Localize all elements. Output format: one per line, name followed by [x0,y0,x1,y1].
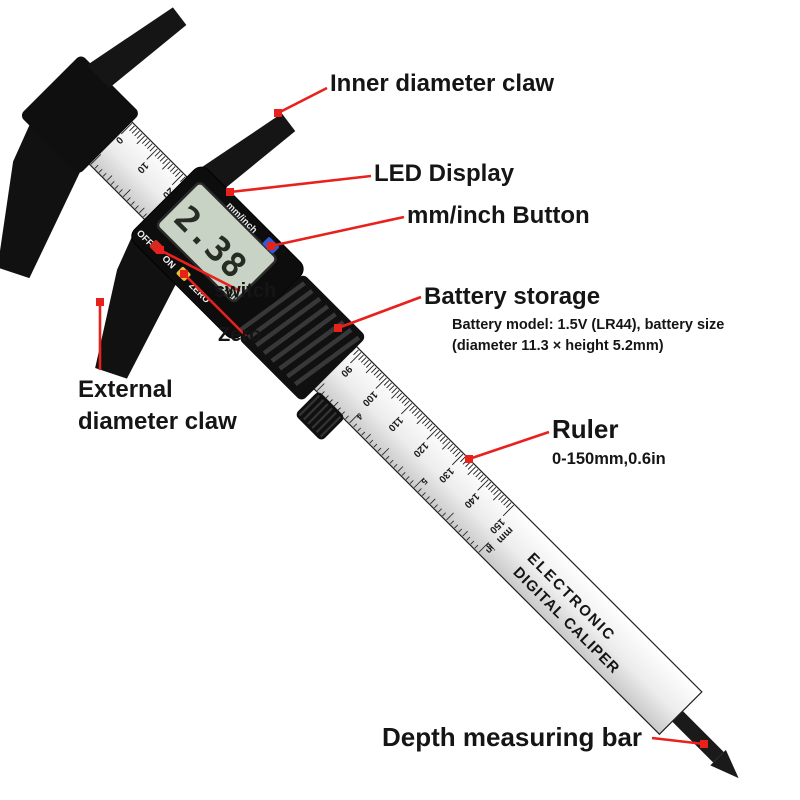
marker-ruler [465,455,473,463]
label-zero: Zero [218,324,262,346]
leader-switch [159,248,241,293]
leader-battery [337,295,422,330]
leader-inner-claw [277,86,328,115]
leader-mm-inch-button [270,215,405,248]
leader-depth-bar [651,736,705,746]
marker-inner-claw [274,109,282,117]
marker-depth-bar [700,740,708,748]
lcd-screen [156,182,277,303]
marker-led-display [226,188,234,196]
label-inner-diameter-claw: Inner diameter claw [330,70,555,97]
marker-switch [156,246,164,254]
fixed-external-diameter-claw [0,120,81,279]
label-switch: switch [214,280,277,302]
svg-text:6: 6 [484,541,495,552]
movable-inner-diameter-claw [195,113,296,195]
marker-battery [334,324,342,332]
label-external-claw-line2: diameter claw [78,408,237,435]
leader-ruler [468,430,550,461]
svg-text:4: 4 [354,412,365,423]
battery-cover-grip [239,281,361,387]
movable-external-diameter-claw [95,233,179,379]
marker-mm-inch-button [267,242,275,250]
leader-lines [98,86,705,746]
label-battery-size: (diameter 11.3 × height 5.2mm) [452,338,664,354]
marker-zero [180,270,188,278]
leader-zero [183,273,247,337]
svg-text:5: 5 [419,476,430,487]
label-mm-inch-button: mm/inch Button [407,202,590,229]
label-led-display: LED Display [374,160,515,187]
thumb-roller-ridges [298,394,342,438]
leader-markers [96,109,708,748]
label-external-claw-line1: External [78,376,173,403]
fixed-inner-diameter-claw [86,7,187,88]
label-depth-measuring-bar: Depth measuring bar [382,722,643,752]
marker-external-claw [96,298,104,306]
label-ruler-range: 0-150mm,0.6in [552,450,666,468]
label-battery-model: Battery model: 1.5V (LR44), battery size [452,317,725,333]
leader-led-display [229,174,372,194]
thumb-roller [296,392,344,440]
label-ruler: Ruler [552,414,619,444]
label-battery-storage: Battery storage [424,283,601,310]
